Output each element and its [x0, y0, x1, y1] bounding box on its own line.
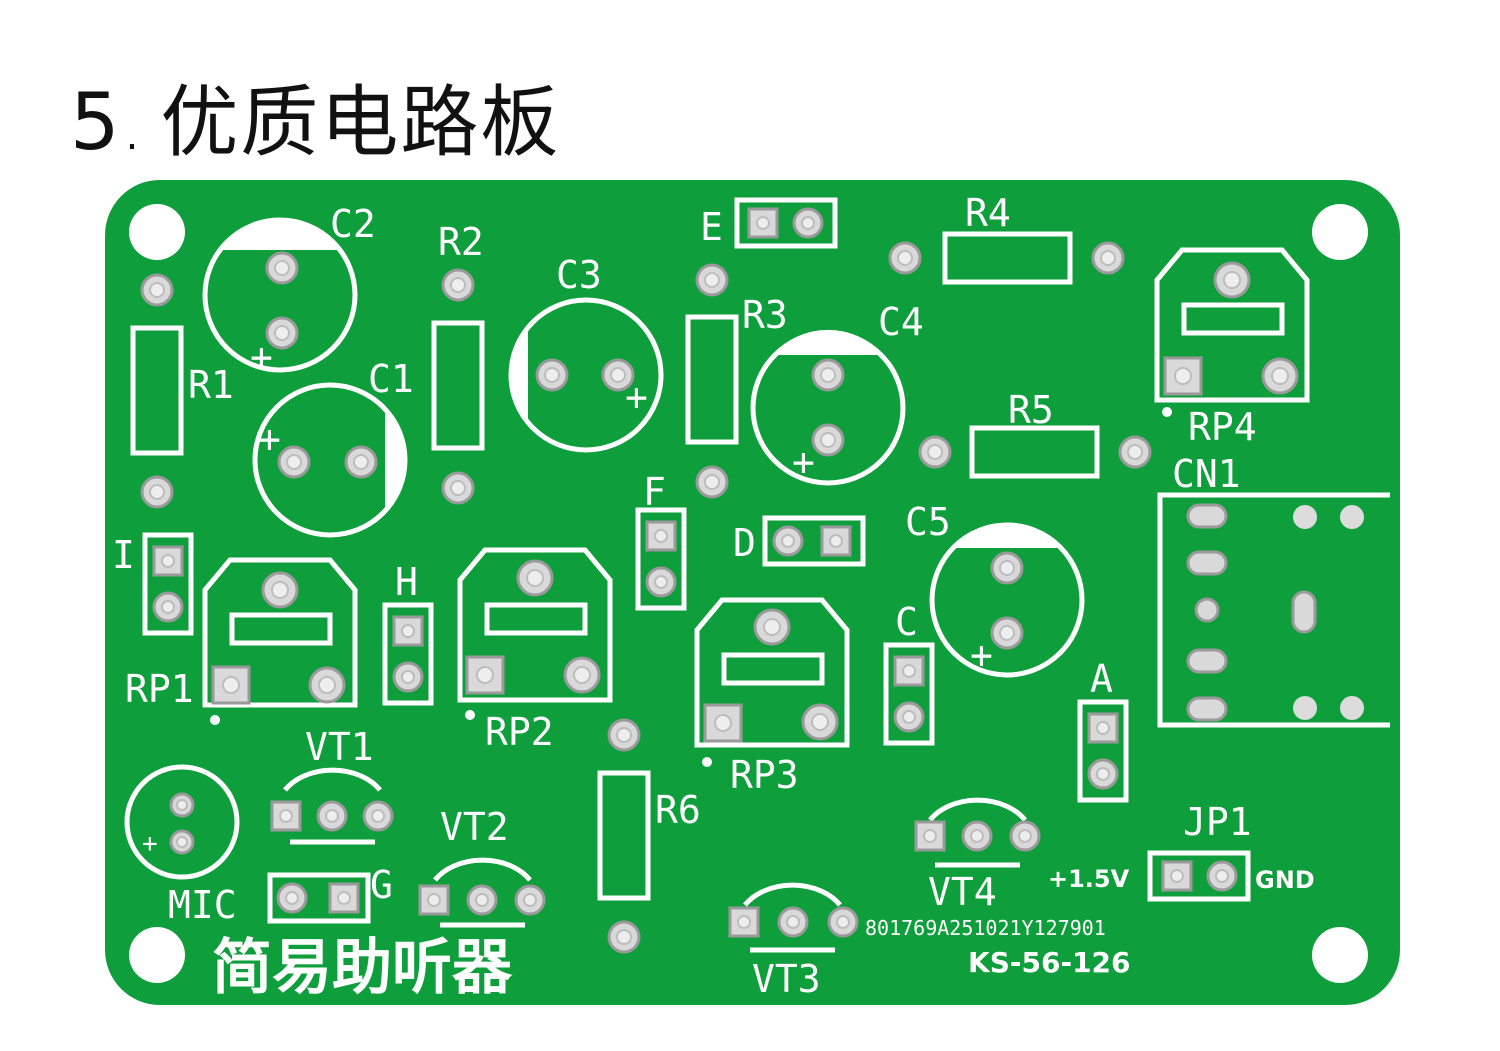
label-r5: R5: [1008, 388, 1054, 432]
label-rp3: RP3: [730, 753, 799, 797]
label-r2: R2: [438, 220, 484, 264]
heading-title: 优质电路板: [160, 78, 561, 168]
label-c5: C5: [905, 500, 951, 544]
plus-c5: +: [970, 633, 993, 677]
header-a: A: [1077, 657, 1129, 803]
label-vt2: VT2: [440, 805, 509, 849]
microphone: + MIC: [124, 764, 240, 927]
trimpot-rp3: RP3: [694, 597, 850, 797]
header-g: G: [267, 863, 393, 924]
resistor-r3: R3: [685, 293, 788, 445]
label-c2: C2: [330, 202, 376, 246]
label-c: C: [895, 600, 918, 644]
plus-c1: +: [258, 417, 281, 461]
label-c1: C1: [368, 357, 414, 401]
plus-c3: +: [625, 375, 648, 419]
label-r6: R6: [655, 788, 701, 832]
label-vt3: VT3: [752, 957, 821, 1001]
label-h: H: [395, 560, 418, 604]
plus-c4: +: [792, 440, 815, 484]
capacitor-c5: C5 +: [905, 500, 1085, 678]
label-e: E: [700, 205, 723, 249]
serial-number: 801769A251021Y127901: [865, 916, 1106, 940]
plus-mic: +: [142, 829, 158, 859]
capacitor-c1: C1 +: [252, 357, 414, 538]
label-r4: R4: [965, 191, 1011, 235]
model-number: KS-56-126: [968, 946, 1131, 979]
header-h: H: [382, 560, 434, 706]
capacitor-c4: C4 +: [750, 300, 924, 486]
resistor-r1: R1: [130, 325, 234, 456]
capacitor-c2: C2 +: [202, 202, 376, 379]
heading-number: 5: [70, 78, 122, 168]
capacitor-c3: C3 +: [508, 253, 664, 453]
label-r1: R1: [188, 363, 234, 407]
label-c3: C3: [556, 253, 602, 297]
label-jp1: JP1: [1183, 800, 1252, 844]
label-f: F: [643, 470, 666, 514]
label-cn1: CN1: [1172, 452, 1241, 496]
pads: [140, 207, 1364, 954]
label-mic: MIC: [168, 883, 237, 927]
label-rp2: RP2: [485, 710, 554, 754]
trimpot-rp4: RP4: [1154, 247, 1310, 449]
header-jp1: JP1 +1.5V GND: [1048, 800, 1315, 902]
label-gnd: GND: [1255, 866, 1315, 894]
label-vt4: VT4: [928, 870, 997, 914]
pcb-substrate: [105, 180, 1400, 1005]
header-e: E: [700, 197, 838, 249]
transistor-vt4: VT4: [928, 797, 1027, 914]
trimpot-rp1: RP1: [125, 557, 358, 725]
transistor-vt3: VT3: [743, 882, 842, 1001]
label-vt1: VT1: [305, 725, 374, 769]
resistor-r4: R4: [942, 191, 1073, 285]
connector-cn1: CN1: [1157, 452, 1390, 728]
label-a: A: [1090, 657, 1113, 701]
label-d: D: [733, 521, 756, 565]
header-i: I: [112, 532, 194, 636]
header-c: C: [883, 600, 935, 746]
resistor-r6: R6: [597, 770, 701, 901]
board-title-cn: 简易助听器: [212, 933, 513, 1003]
label-r3: R3: [742, 293, 788, 337]
header-f: F: [635, 470, 687, 611]
transistor-vt1: VT1: [283, 725, 382, 845]
plus-c2: +: [250, 335, 273, 379]
label-c4: C4: [878, 300, 924, 344]
resistor-r2: R2: [431, 220, 485, 451]
transistor-vt2: VT2: [433, 805, 532, 928]
label-v15: +1.5V: [1048, 865, 1130, 893]
label-rp1: RP1: [125, 667, 194, 711]
label-rp4: RP4: [1188, 405, 1257, 449]
header-d: D: [733, 515, 866, 567]
label-g: G: [370, 863, 393, 907]
label-i: I: [112, 533, 135, 577]
page-heading: 5. 优质电路板: [70, 60, 560, 172]
resistor-r5: R5: [969, 388, 1100, 479]
trimpot-rp2: RP2: [457, 547, 613, 754]
mounting-holes: [129, 204, 1368, 983]
heading-dot: .: [125, 113, 141, 159]
